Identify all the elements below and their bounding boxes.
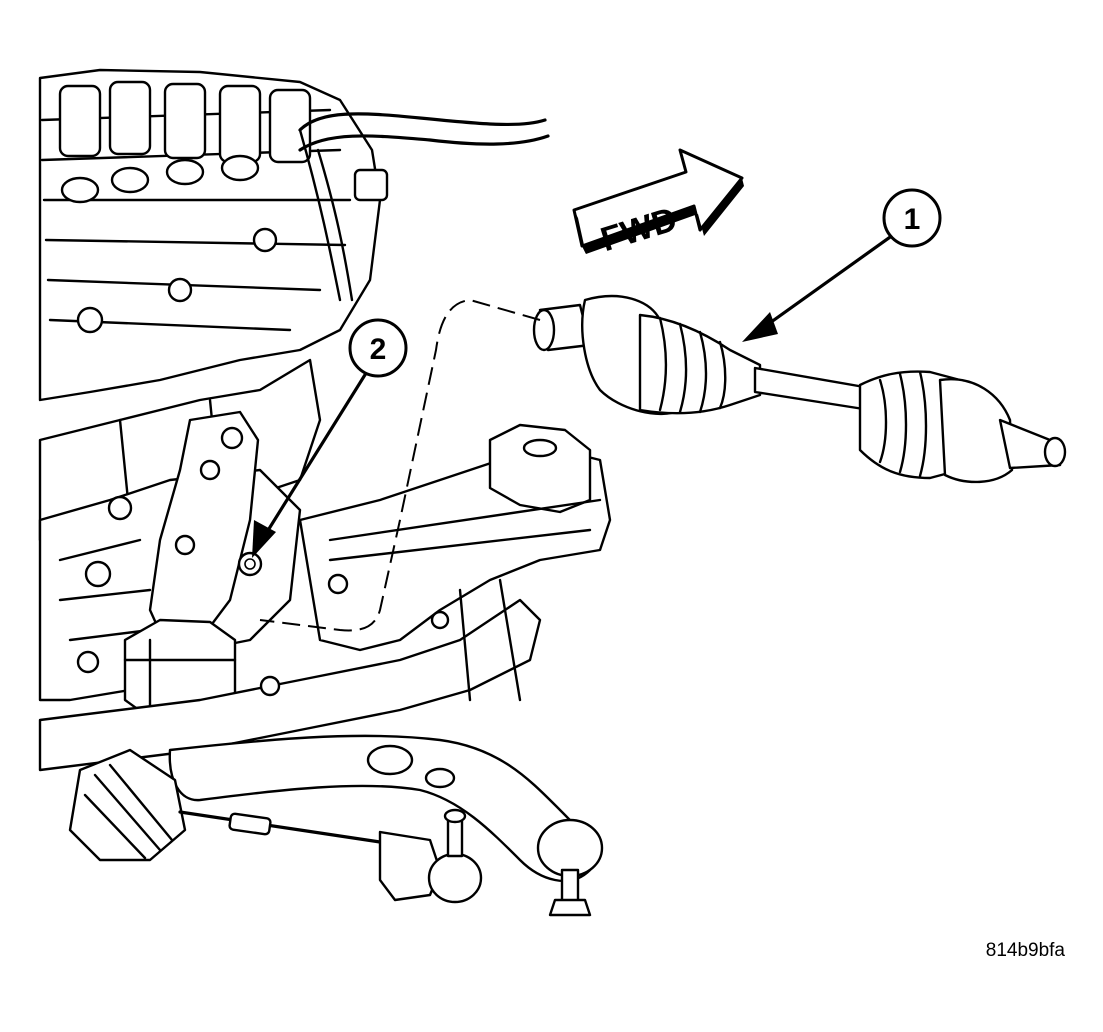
- callout-2-label: 2: [370, 333, 387, 366]
- ignition-coils: [58, 80, 312, 204]
- drive-shaft: [532, 294, 1067, 484]
- engine-mount: [123, 618, 237, 720]
- callout-1: 1: [742, 188, 942, 342]
- front-crossmember: [38, 423, 612, 772]
- callout-2: 2: [252, 318, 408, 558]
- tie-rod-assembly: [68, 748, 483, 904]
- callout-1-label: 1: [904, 203, 921, 236]
- engine-assembly: [38, 68, 550, 542]
- forward-direction-arrow: FWD: [572, 148, 744, 259]
- installation-path-line: [259, 298, 541, 632]
- figure-id: 814b9bfa: [985, 940, 1065, 961]
- lower-control-arm: [168, 734, 604, 917]
